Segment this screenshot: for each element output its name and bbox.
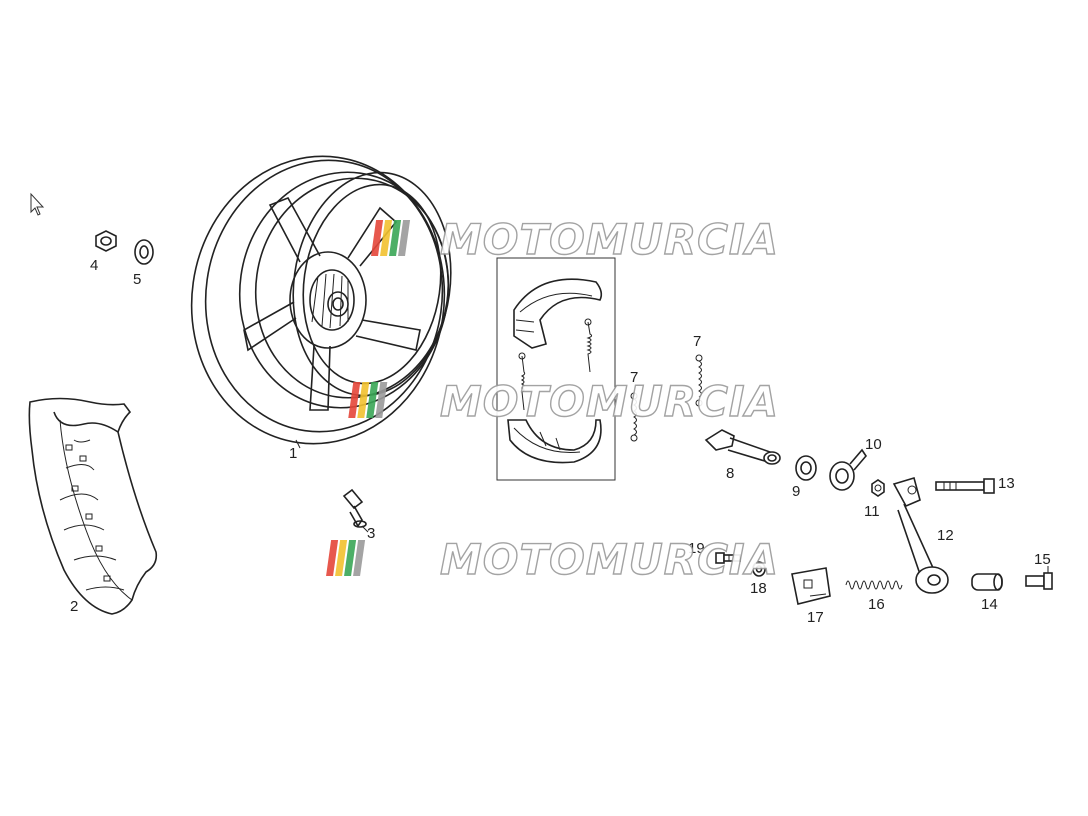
part-4-nut [95,230,117,252]
leader-part-1 [295,439,301,449]
label-part-10: 10 [865,436,882,453]
label-part-7a: 7 [630,369,638,386]
watermark-top: MOTOMURCIA [371,214,779,265]
part-2-tire [28,397,158,615]
label-part-16: 16 [868,596,885,613]
label-part-3: 3 [367,525,375,542]
part-13-bolt [935,478,995,494]
label-part-18: 18 [750,580,767,597]
part-15-pin [1025,566,1053,590]
part-brake-spring-right [584,318,593,373]
part-3-valve [342,488,367,528]
watermark-middle: MOTOMURCIA [348,376,779,427]
label-part-1: 1 [289,445,297,462]
watermark-text: MOTOMURCIA [440,535,779,584]
part-11-nut [871,479,885,497]
brake-shoe-group-frame [496,257,616,481]
part-16-spring [845,580,903,590]
part-9-washer [795,455,817,481]
part-12-brake-lever [892,476,949,594]
part-5-washer [134,239,154,265]
label-part-19: 19 [688,540,705,557]
part-18-washer [752,561,766,577]
label-part-7b: 7 [693,333,701,350]
label-part-14: 14 [981,596,998,613]
label-part-2: 2 [70,598,78,615]
part-7-spring-b [695,354,703,407]
watermark-text: MOTOMURCIA [440,377,779,426]
part-10-wear-indicator [829,448,868,491]
label-part-15: 15 [1034,551,1051,568]
label-part-8: 8 [726,465,734,482]
watermark-bottom: MOTOMURCIA [326,534,779,585]
part-1-wheel [190,155,452,445]
part-14-bushing [971,573,1003,591]
part-brake-shoe-lower [507,419,602,464]
part-7-spring-a [630,392,638,442]
label-part-17: 17 [807,609,824,626]
label-part-9: 9 [792,483,800,500]
label-part-4: 4 [90,257,98,274]
label-part-12: 12 [937,527,954,544]
part-8-brake-cam [704,429,781,465]
label-part-13: 13 [998,475,1015,492]
label-part-5: 5 [133,271,141,288]
part-19-screw [715,552,741,564]
part-17-bracket [791,567,831,605]
part-brake-spring-left [518,352,526,411]
watermark-text: MOTOMURCIA [440,215,779,264]
label-part-11: 11 [864,503,880,520]
part-brake-shoe-upper [513,278,603,349]
mouse-cursor-icon [30,192,45,216]
leader-part-3 [361,525,369,533]
